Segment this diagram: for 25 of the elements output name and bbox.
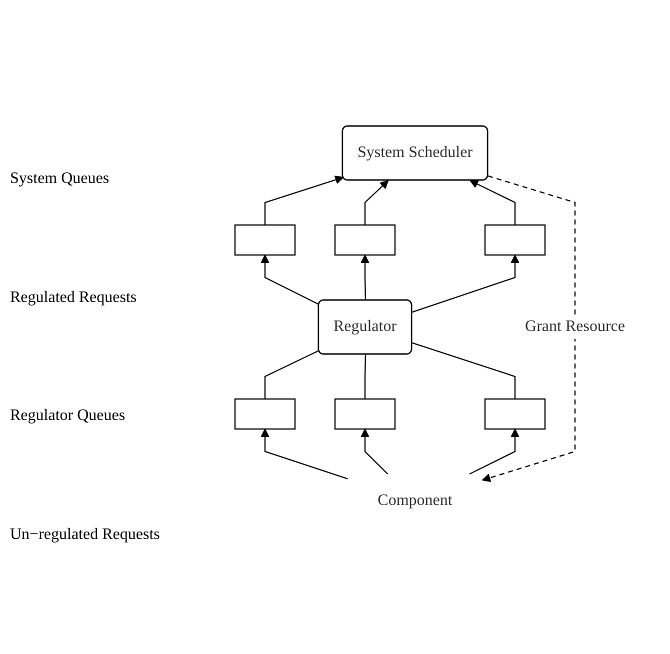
arrow (412, 254, 520, 313)
arrow (360, 428, 388, 474)
arrow (260, 428, 348, 480)
arrow (482, 175, 576, 482)
arrow (264, 176, 344, 225)
arrow (360, 254, 370, 301)
node-box (234, 398, 296, 430)
node-text: Component (378, 492, 452, 509)
node-box (484, 224, 546, 256)
connector (364, 354, 366, 399)
node-box (234, 224, 296, 256)
row-label: Un−regulated Requests (10, 526, 161, 544)
arrow (470, 180, 516, 225)
row-label: System Queues (10, 170, 110, 188)
row-label: Regulated Requests (10, 288, 138, 307)
arrow (364, 180, 389, 225)
node-box (334, 224, 396, 256)
connector (264, 350, 320, 399)
connector (412, 342, 516, 399)
node-box (484, 398, 546, 430)
edge-label: Grant Resource (525, 318, 625, 335)
arrow (469, 428, 520, 475)
node-box (334, 398, 396, 430)
row-label: Regulator Queues (10, 407, 126, 426)
arrow (260, 254, 320, 306)
